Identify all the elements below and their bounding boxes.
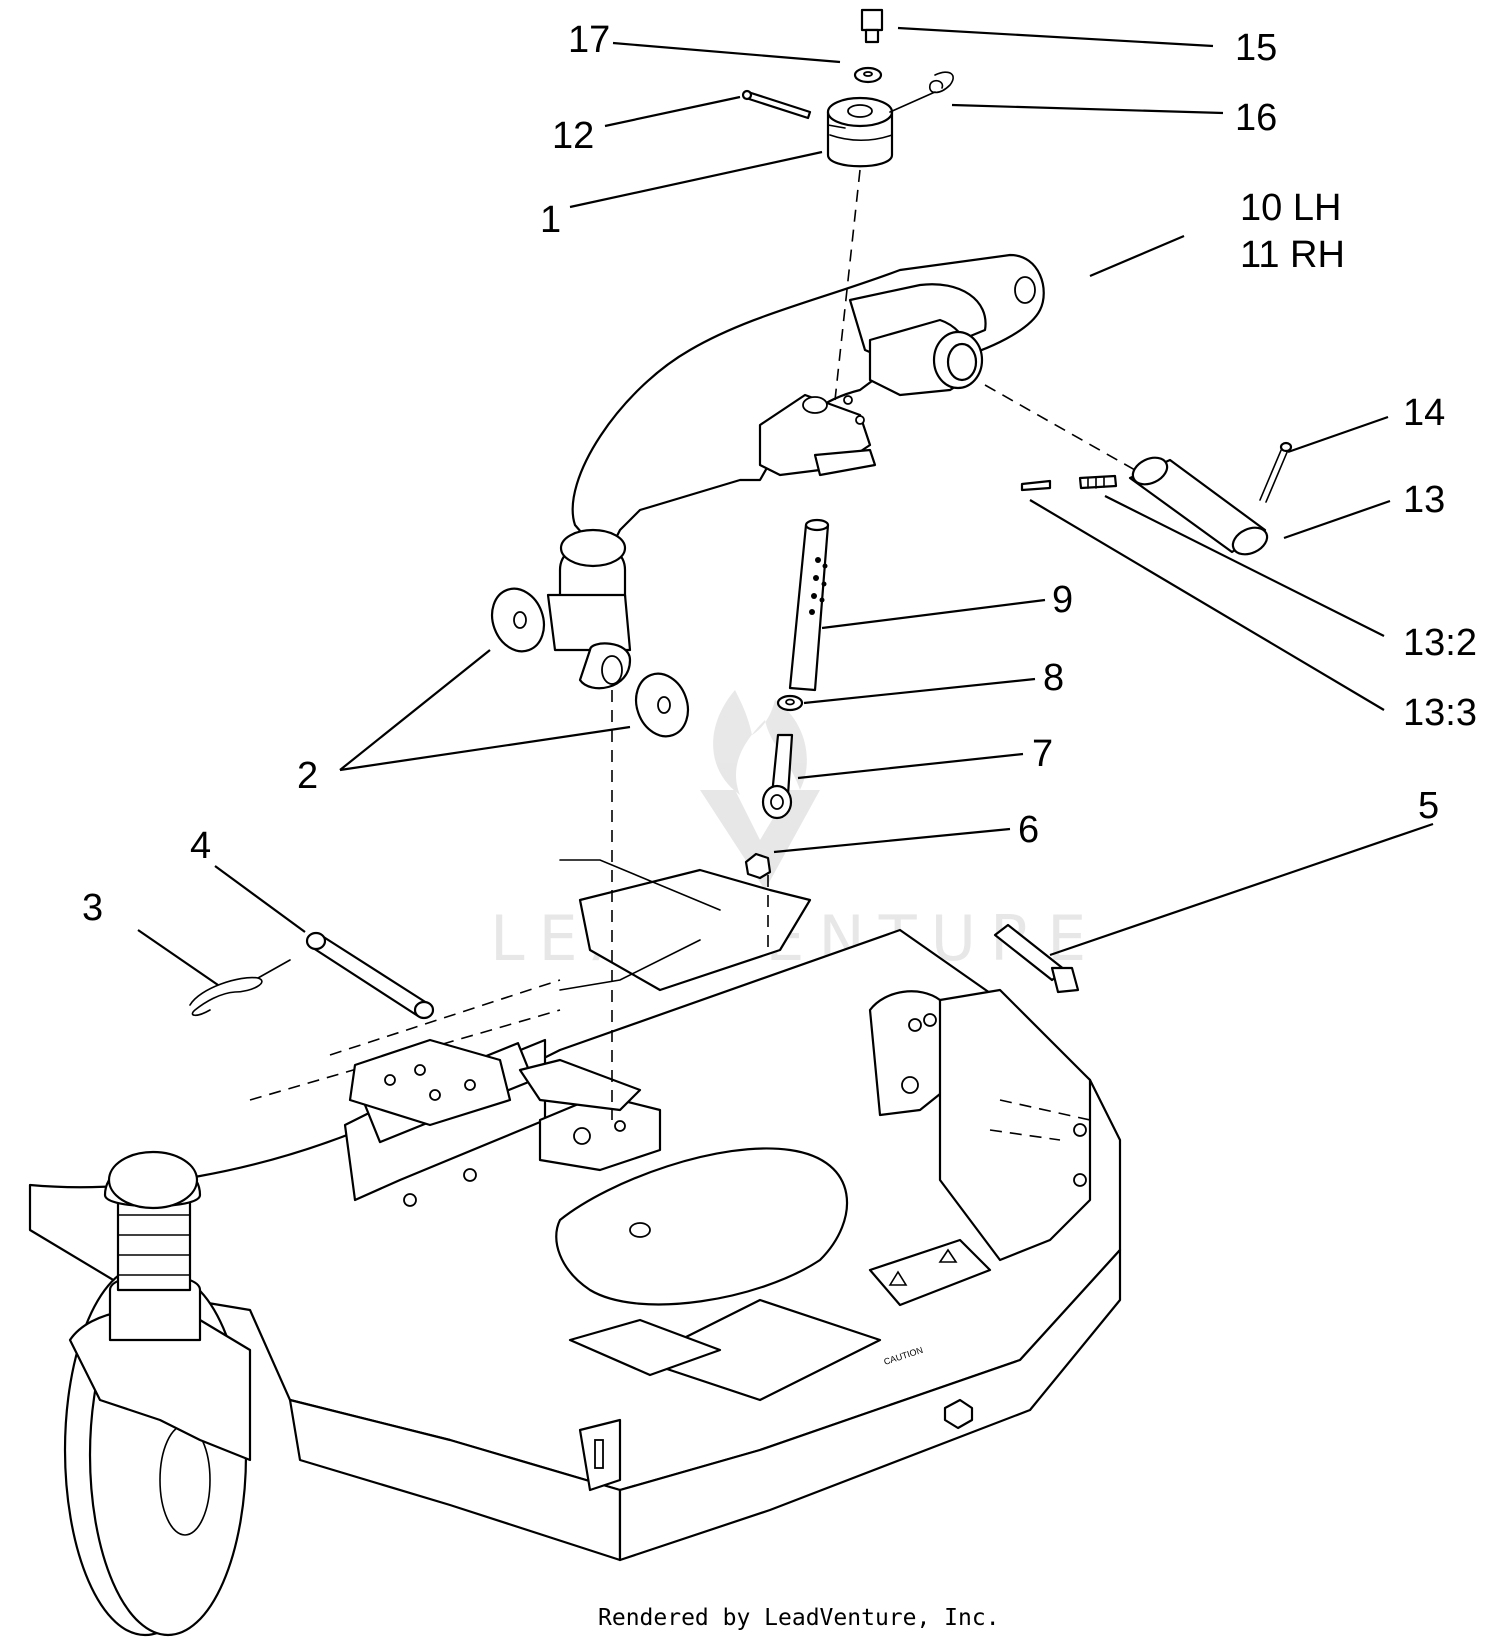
callout-13-2: 13:2: [1403, 622, 1477, 664]
callout-2: 2: [297, 755, 318, 797]
hairpin-part-16: [889, 71, 954, 113]
callout-8: 8: [1043, 657, 1064, 699]
callout-12: 12: [552, 115, 594, 157]
hairpin-part-3: [189, 959, 291, 1017]
callout-9: 9: [1052, 579, 1073, 621]
clevis-pin-part-12: [741, 89, 812, 120]
callout-6: 6: [1018, 809, 1039, 851]
leader-lines: [137, 26, 1434, 986]
callout-5: 5: [1418, 785, 1439, 827]
callout-15: 15: [1235, 27, 1277, 69]
bolt-part-5: [993, 923, 1080, 994]
rod-end-part-7: [761, 733, 794, 820]
washer-part-17: [853, 66, 883, 84]
pin-part-13-2: [1078, 474, 1118, 490]
callout-13-3: 13:3: [1403, 692, 1477, 734]
bolt-part-15: [860, 8, 884, 44]
callout-3: 3: [82, 887, 103, 929]
pivot-pin-part-13: [1128, 456, 1269, 556]
callout-14: 14: [1403, 392, 1445, 434]
assembly-lines: [611, 169, 1136, 1120]
callout-10: 10 LH: [1240, 187, 1341, 229]
height-knob-part-1: [826, 96, 894, 168]
adjust-rod-part-9: [788, 518, 830, 692]
callout-13: 13: [1403, 479, 1445, 521]
callout-17: 17: [568, 19, 610, 61]
washers-part-2: [490, 587, 690, 738]
callout-1: 1: [540, 199, 561, 241]
caster-wheel: [63, 1150, 252, 1637]
render-credit: Rendered by LeadVenture, Inc.: [598, 1605, 1000, 1631]
lift-arm-part-10-11: [546, 253, 1045, 690]
callout-7: 7: [1032, 733, 1053, 775]
watermark-logo: [700, 690, 820, 890]
callout-16: 16: [1235, 97, 1277, 139]
jam-nut-part-8: [776, 694, 804, 712]
mower-deck: CAUTION: [28, 859, 1122, 1562]
pin-part-13-3: [1020, 479, 1052, 492]
hairpin-part-14: [1259, 441, 1293, 503]
callout-4: 4: [190, 825, 211, 867]
nut-part-6: [744, 852, 772, 880]
callout-11: 11 RH: [1240, 234, 1345, 276]
pin-part-4: [305, 931, 435, 1020]
